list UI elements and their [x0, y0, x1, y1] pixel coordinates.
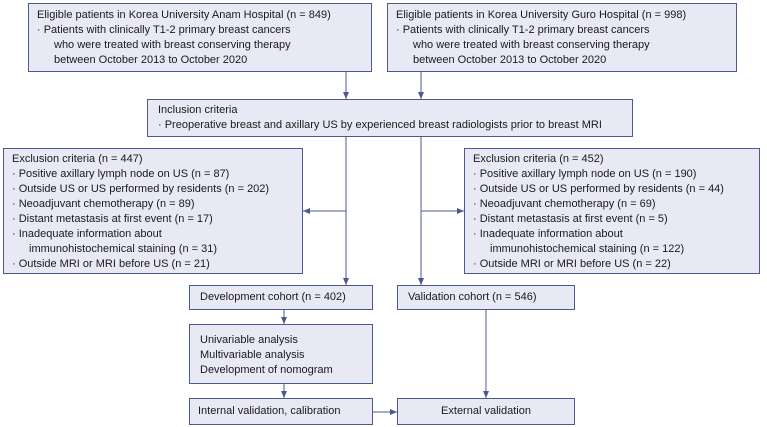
analysis-box: Univariable analysis Multivariable analy… — [189, 324, 373, 384]
inclusion-line-1: · Preoperative breast and axillary US by… — [158, 119, 602, 131]
analysis-multivariable: Multivariable analysis — [200, 349, 305, 361]
exclusion-right-item: immunohistochemical staining (n = 122) — [490, 243, 685, 255]
exclusion-right-item: · Outside MRI or MRI before US (n = 22) — [473, 258, 671, 270]
anam-title: Eligible patients in Korea University An… — [37, 9, 331, 21]
exclusion-left-item: immunohistochemical staining (n = 31) — [29, 243, 218, 255]
exclusion-left-item: · Positive axillary lymph node on US (n … — [12, 168, 230, 180]
external-validation-box: External validation — [397, 398, 575, 425]
analysis-univariable: Univariable analysis — [200, 334, 298, 346]
anam-eligible-box: Eligible patients in Korea University An… — [28, 3, 372, 72]
exclusion-right-item: · Distant metastasis at first event (n =… — [473, 213, 668, 225]
inclusion-title: Inclusion criteria — [158, 104, 238, 116]
exclusion-right-item: · Neoadjuvant chemotherapy (n = 69) — [473, 198, 656, 210]
internal-validation-label: Internal validation, calibration — [198, 405, 341, 417]
exclusion-left-item: · Outside MRI or MRI before US (n = 21) — [12, 258, 210, 270]
anam-line-1: · Patients with clinically T1-2 primary … — [37, 24, 291, 36]
exclusion-left-item: · Inadequate information about — [12, 228, 162, 240]
analysis-nomogram: Development of nomogram — [200, 364, 333, 376]
inclusion-criteria-box: Inclusion criteria · Preoperative breast… — [147, 99, 633, 137]
internal-validation-box: Internal validation, calibration — [189, 398, 373, 425]
exclusion-left-item: · Outside US or US performed by resident… — [12, 183, 270, 195]
guro-eligible-box: Eligible patients in Korea University Gu… — [387, 3, 737, 72]
guro-line-1: · Patients with clinically T1-2 primary … — [396, 24, 650, 36]
validation-cohort-box: Validation cohort (n = 546) — [397, 285, 575, 310]
guro-line-2: who were treated with breast conserving … — [413, 39, 650, 51]
anam-line-3: between October 2013 to October 2020 — [54, 54, 248, 66]
development-cohort-label: Development cohort (n = 402) — [200, 291, 346, 303]
exclusion-left-item: · Distant metastasis at first event (n =… — [12, 213, 213, 225]
exclusion-left-item: · Neoadjuvant chemotherapy (n = 89) — [12, 198, 195, 210]
exclusion-right-item: · Inadequate information about — [473, 228, 623, 240]
external-validation-label: External validation — [441, 405, 531, 417]
exclusion-right-title: Exclusion criteria (n = 452) — [473, 153, 604, 165]
anam-line-2: who were treated with breast conserving … — [54, 39, 291, 51]
validation-cohort-label: Validation cohort (n = 546) — [408, 291, 537, 303]
exclusion-right-item: · Outside US or US performed by resident… — [473, 183, 724, 195]
development-cohort-box: Development cohort (n = 402) — [189, 285, 373, 310]
exclusion-right-box: Exclusion criteria (n = 452) · Positive … — [464, 148, 760, 274]
exclusion-left-title: Exclusion criteria (n = 447) — [12, 153, 143, 165]
guro-line-3: between October 2013 to October 2020 — [413, 54, 607, 66]
exclusion-right-item: · Positive axillary lymph node on US (n … — [473, 168, 697, 180]
guro-title: Eligible patients in Korea University Gu… — [396, 9, 687, 21]
exclusion-left-box: Exclusion criteria (n = 447) · Positive … — [3, 148, 303, 274]
